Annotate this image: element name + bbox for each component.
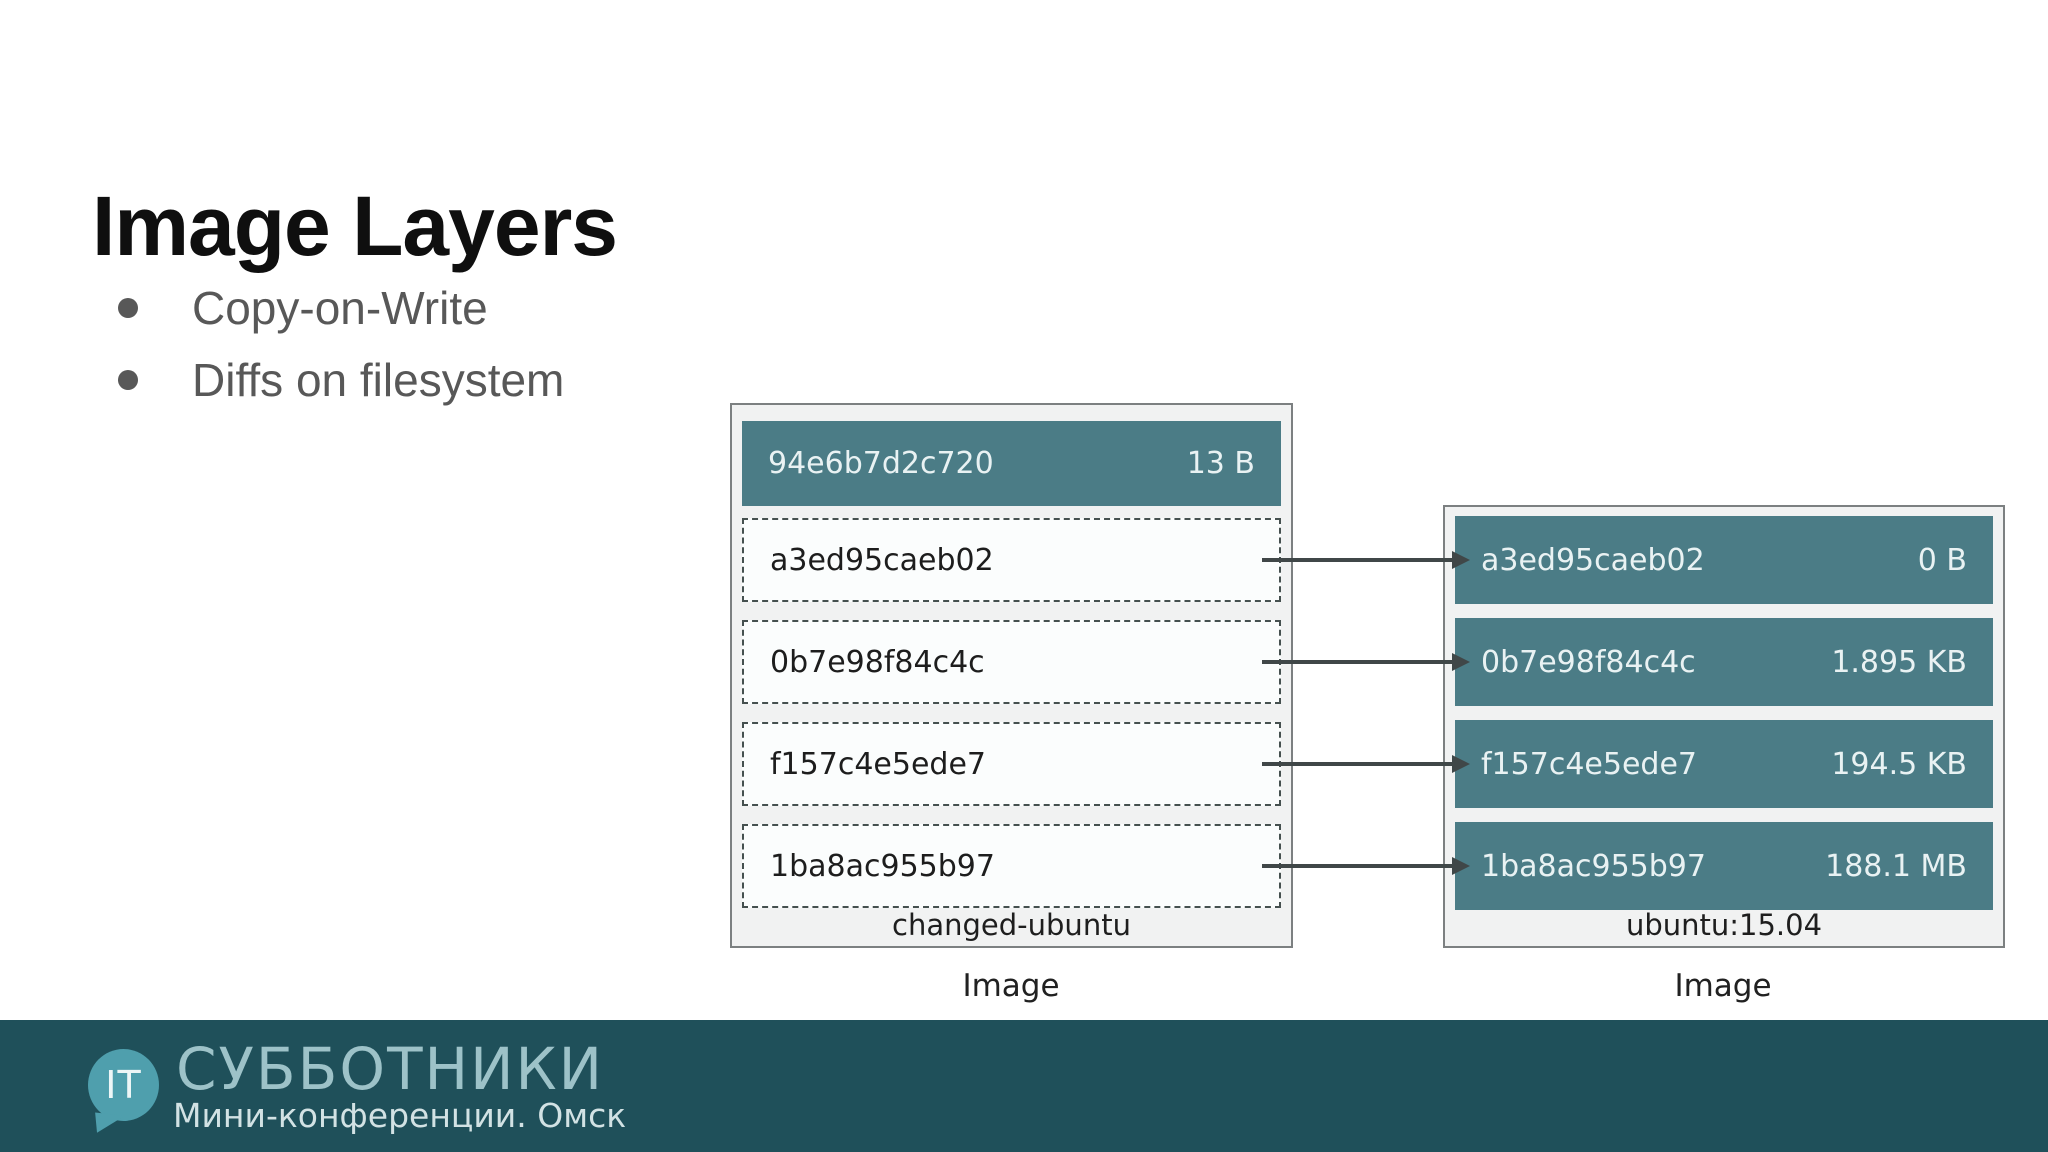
bullet-text: Copy-on-Write xyxy=(192,282,488,334)
layer-hash: 0b7e98f84c4c xyxy=(1481,644,1696,680)
layer-size: 188.1 MB xyxy=(1825,848,1967,884)
layer-hash: 1ba8ac955b97 xyxy=(1481,848,1706,884)
layer-hash: a3ed95caeb02 xyxy=(1481,542,1705,578)
image-name-caption: ubuntu:15.04 xyxy=(1625,908,1823,942)
shared-layer-row: 0b7e98f84c4c xyxy=(742,620,1281,704)
layer-hash: 94e6b7d2c720 xyxy=(768,446,994,481)
layer-hash: f157c4e5ede7 xyxy=(770,746,986,782)
shared-layer-row: a3ed95caeb02 xyxy=(742,518,1281,602)
brand-name: СУББОТНИКИ xyxy=(176,1035,605,1103)
layer-hash: 1ba8ac955b97 xyxy=(770,848,995,884)
logo-badge-text: IT xyxy=(105,1063,142,1107)
bullet-icon xyxy=(118,370,138,390)
brand-tagline: Мини-конференции. Омск xyxy=(173,1096,627,1135)
bullet-icon xyxy=(118,298,138,318)
page-title: Image Layers xyxy=(92,179,618,274)
image-layer-row: a3ed95caeb02 0 B xyxy=(1455,516,1993,604)
layer-size: 13 B xyxy=(1186,446,1255,481)
image-layer-row: f157c4e5ede7 194.5 KB xyxy=(1455,720,1993,808)
layer-size: 0 B xyxy=(1917,542,1967,578)
layer-link-arrow xyxy=(1262,864,1452,868)
bullet-text: Diffs on filesystem xyxy=(192,354,565,406)
layer-link-arrow xyxy=(1262,558,1452,562)
layer-hash: a3ed95caeb02 xyxy=(770,542,994,578)
layer-hash: f157c4e5ede7 xyxy=(1481,746,1697,782)
layer-link-arrow xyxy=(1262,660,1452,664)
bullet-list: Copy-on-Write Diffs on filesystem xyxy=(118,272,564,416)
list-item: Copy-on-Write xyxy=(118,272,564,344)
layer-hash: 0b7e98f84c4c xyxy=(770,644,985,680)
changed-ubuntu-image-box: 94e6b7d2c720 13 B a3ed95caeb02 0b7e98f84… xyxy=(730,403,1293,948)
image-type-label: Image xyxy=(1674,968,1772,1004)
shared-layer-row: 1ba8ac955b97 xyxy=(742,824,1281,908)
ubuntu-image-box: a3ed95caeb02 0 B 0b7e98f84c4c 1.895 KB f… xyxy=(1443,505,2005,948)
shared-layer-row: f157c4e5ede7 xyxy=(742,722,1281,806)
layer-link-arrow xyxy=(1262,762,1452,766)
image-type-label: Image xyxy=(962,968,1060,1004)
footer-bar: IT СУББОТНИКИ Мини-конференции. Омск xyxy=(0,1020,2048,1152)
list-item: Diffs on filesystem xyxy=(118,344,564,416)
layer-size: 194.5 KB xyxy=(1831,746,1967,782)
image-name-caption: changed-ubuntu xyxy=(892,908,1131,942)
writable-layer-row: 94e6b7d2c720 13 B xyxy=(742,421,1281,506)
layer-size: 1.895 KB xyxy=(1831,644,1967,680)
image-layer-row: 1ba8ac955b97 188.1 MB xyxy=(1455,822,1993,910)
it-speech-bubble-logo: IT xyxy=(88,1049,159,1121)
image-layer-row: 0b7e98f84c4c 1.895 KB xyxy=(1455,618,1993,706)
